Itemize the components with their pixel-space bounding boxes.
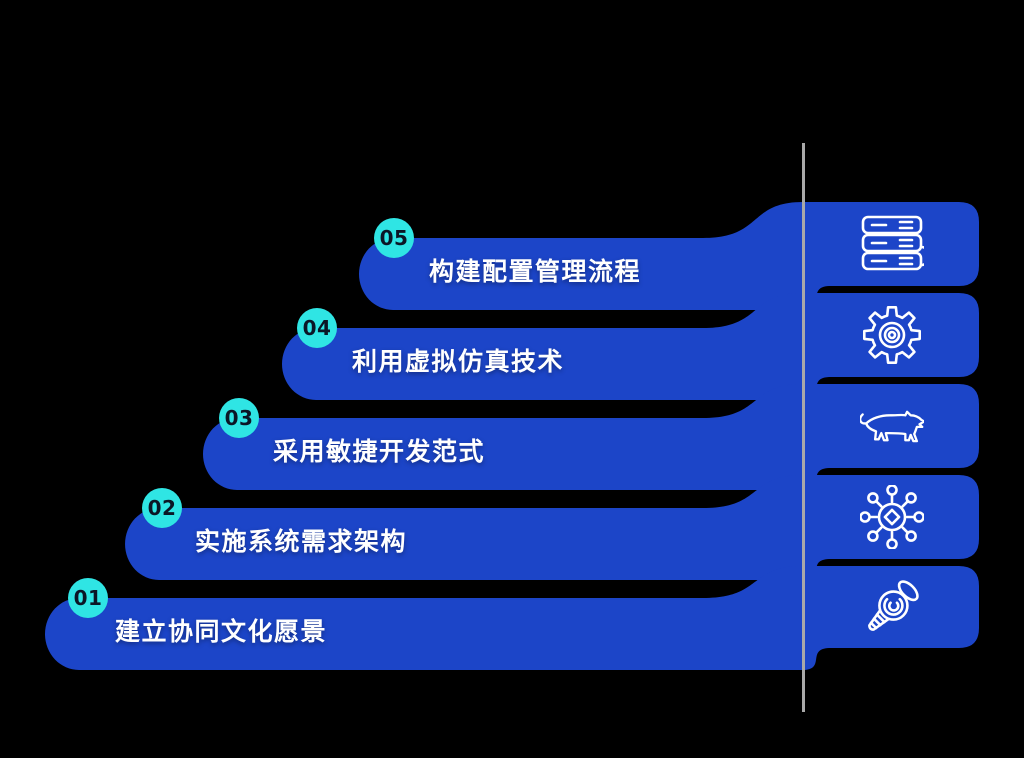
server-stack-icon <box>861 215 924 271</box>
step-ribbon-01 <box>45 566 979 670</box>
panther-icon <box>860 410 924 443</box>
step-number: 01 <box>73 586 103 610</box>
step-badge-01: 01 <box>68 578 108 618</box>
step-ribbon-02 <box>125 475 980 580</box>
step-number: 03 <box>224 406 254 430</box>
step-number: 02 <box>147 496 177 520</box>
step-badge-03: 03 <box>219 398 259 438</box>
step-label-02: 实施系统需求架构 <box>195 527 408 556</box>
step-label-04: 利用虚拟仿真技术 <box>352 347 565 376</box>
step-number: 05 <box>379 226 409 250</box>
gear-icon <box>863 306 921 364</box>
step-label-01: 建立协同文化愿景 <box>115 617 328 646</box>
step-ribbon-03 <box>203 384 979 490</box>
step-label-05: 构建配置管理流程 <box>429 257 642 286</box>
step-ribbon-05 <box>359 202 979 310</box>
divider-line <box>802 143 805 712</box>
step-badge-04: 04 <box>297 308 337 348</box>
step-badge-05: 05 <box>374 218 414 258</box>
step-number: 04 <box>302 316 332 340</box>
network-hub-icon <box>860 485 924 549</box>
torch-icon <box>868 580 919 631</box>
step-label-03: 采用敏捷开发范式 <box>273 437 486 466</box>
step-badge-02: 02 <box>142 488 182 528</box>
